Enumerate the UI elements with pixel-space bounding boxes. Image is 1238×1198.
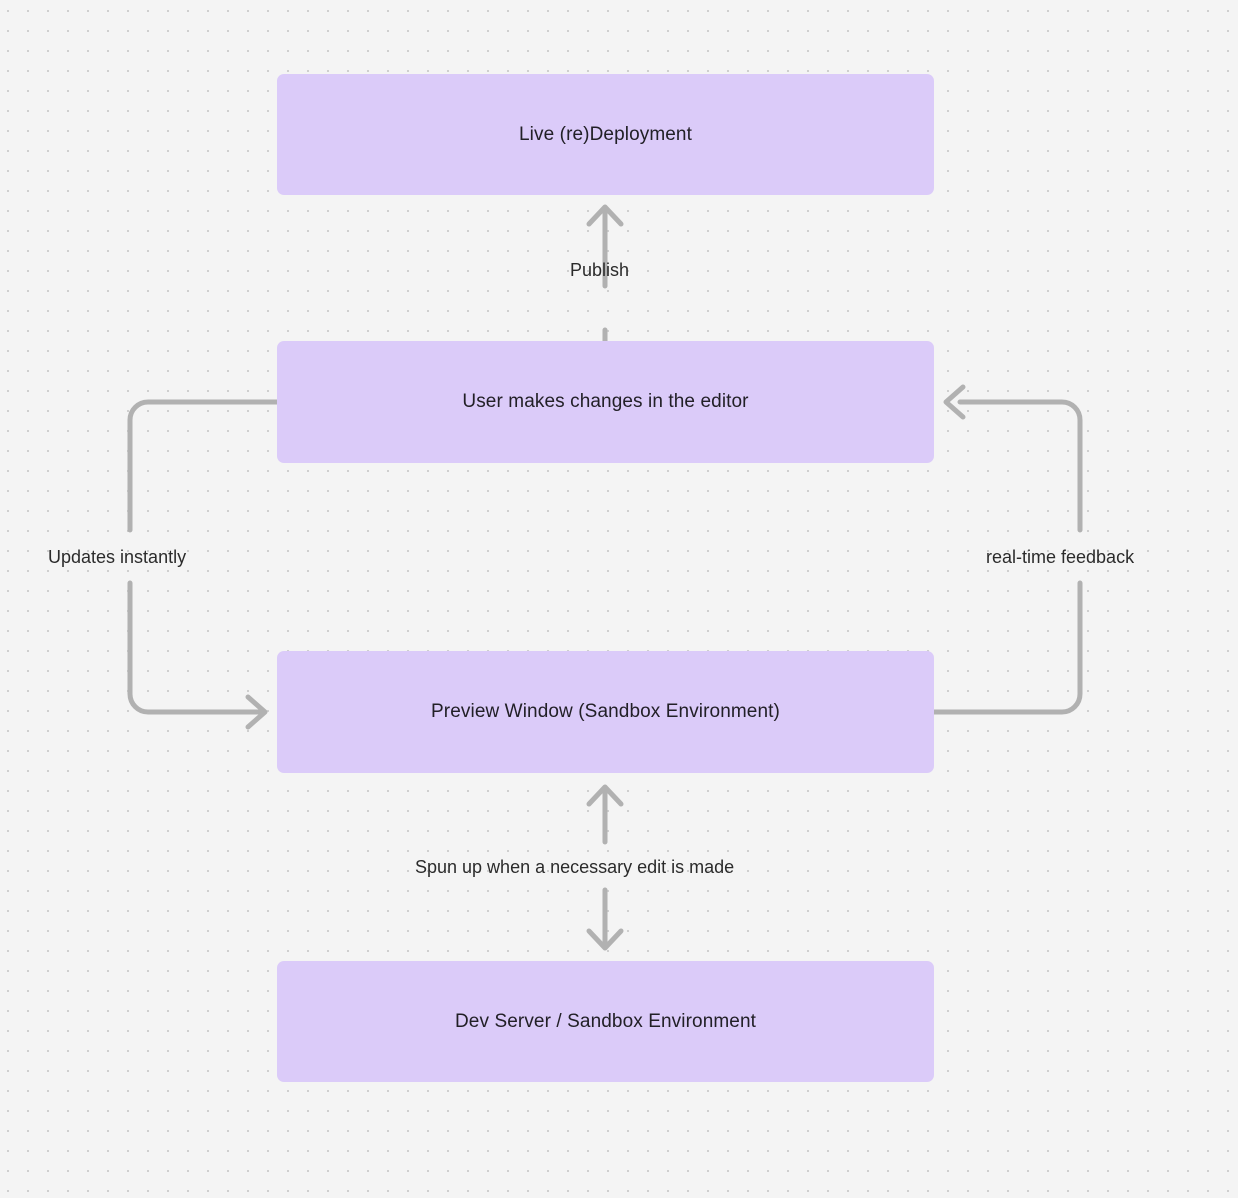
- node-label: User makes changes in the editor: [462, 391, 749, 413]
- node-label: Dev Server / Sandbox Environment: [454, 1010, 756, 1032]
- edge-label-publish: Publish: [570, 260, 630, 280]
- node-live-redeployment[interactable]: Live (re)Deployment: [277, 74, 934, 195]
- edge-label-updates-instantly: Updates instantly: [48, 547, 187, 567]
- node-label: Live (re)Deployment: [519, 123, 692, 145]
- arrowhead-right-updates: [245, 694, 268, 730]
- node-user-makes-changes[interactable]: User makes changes in the editor: [277, 341, 934, 463]
- edge-label-real-time-feedback: real-time feedback: [986, 547, 1135, 567]
- node-dev-server[interactable]: Dev Server / Sandbox Environment: [277, 961, 934, 1082]
- edge-label-spun-up: Spun up when a necessary edit is made: [415, 857, 735, 877]
- arrowhead-left-realtime: [943, 384, 966, 420]
- node-label: Preview Window (Sandbox Environment): [431, 701, 780, 723]
- arrowhead-down-spunup: [586, 928, 624, 951]
- arrowhead-up-publish: [586, 204, 624, 227]
- node-preview-window[interactable]: Preview Window (Sandbox Environment): [277, 651, 934, 773]
- arrowhead-up-spunup: [586, 784, 624, 807]
